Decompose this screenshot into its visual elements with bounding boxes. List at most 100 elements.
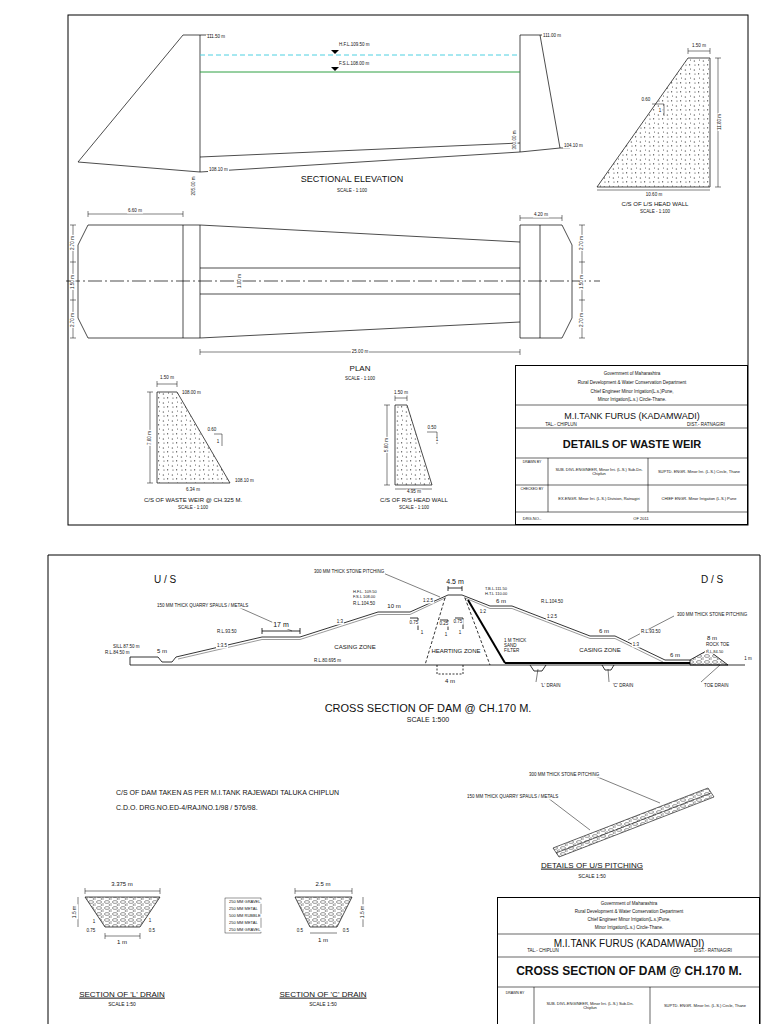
drawing-label: 7.60 m bbox=[148, 430, 153, 446]
drawing-label: 500 MM RUBBLE bbox=[228, 914, 262, 918]
drawing-label: 8 m bbox=[706, 635, 718, 642]
drawing-label: 6 m bbox=[669, 652, 681, 659]
drawing-label: H.F.L.109.50 m bbox=[338, 43, 371, 48]
dimension-line bbox=[157, 381, 177, 387]
drawing-label: 1 M THICK SAND FILTER bbox=[503, 639, 531, 654]
drawing-label: 17 m bbox=[272, 621, 290, 629]
drawing-label: 300.00 m bbox=[513, 130, 518, 151]
drawing-label: 0.5 bbox=[148, 929, 156, 934]
drawing-label: 0.75 bbox=[409, 621, 420, 626]
drain-section bbox=[295, 897, 352, 927]
title-block-grid bbox=[497, 405, 760, 1024]
title-block-text: CHIEF ENGR. Minor Irrigation (L.S.) Pune bbox=[653, 497, 745, 501]
title-block-text: SUB. DIVL.ENGINEER, Minor Irri. (L.S.) S… bbox=[539, 1002, 641, 1011]
title-block-text: Chief Engineer Minor Irrigation(L.s.)Pun… bbox=[589, 390, 674, 395]
drawing-label: 1.50 m bbox=[71, 274, 76, 290]
dimension-line bbox=[395, 395, 407, 401]
drawing-label: 250 MM GRAVEL bbox=[228, 928, 262, 932]
drawing-label: C/S OF R/S HEAD WALL bbox=[379, 497, 449, 504]
drawing-label: ROCK TOE bbox=[705, 643, 730, 648]
drawing-label: SCALE - 1:100 bbox=[177, 506, 209, 511]
drawing-label: 1 m bbox=[116, 939, 128, 946]
drawing-label: 3.375 m bbox=[110, 881, 134, 888]
leader-line bbox=[238, 607, 292, 631]
drawing-label: 11.60 m bbox=[718, 113, 723, 131]
drawing-label: 250 MM METAL bbox=[228, 907, 259, 911]
dam-section bbox=[690, 650, 728, 665]
title-block-text: Rural Development & Water Conservation D… bbox=[574, 910, 684, 915]
drawing-label: C.D.O. DRG.NO.ED-4/RAJ/NO.1/98 / 576/98. bbox=[115, 804, 259, 812]
drawing-label: 4 m bbox=[444, 678, 456, 685]
drawing-label: SCALE 1:50 bbox=[577, 874, 607, 880]
drawing-label: 6 m bbox=[495, 598, 507, 605]
dam-section bbox=[505, 662, 690, 664]
water-level bbox=[331, 67, 339, 71]
drawing-label: 0.75 bbox=[453, 620, 464, 625]
drawing-label: 150 MM THICK QUARRY SPAULS / METALS bbox=[156, 604, 249, 609]
pitching-detail bbox=[553, 788, 714, 857]
drawing-label: T.B.L.111.50 bbox=[484, 587, 508, 591]
dimension-line bbox=[200, 349, 520, 355]
title-block-text: M.I.TANK FURUS (KADAMWADI) bbox=[553, 938, 706, 949]
drawing-label: 4.95 m bbox=[406, 490, 422, 495]
leader-line bbox=[383, 573, 440, 597]
title-block-text: CHECKED BY bbox=[520, 488, 545, 492]
drain-section bbox=[310, 933, 337, 934]
title-block-text: DRAWN BY bbox=[522, 461, 543, 465]
drawing-label: R.L.84.50 bbox=[705, 650, 724, 654]
drain-section bbox=[85, 888, 160, 894]
drawing-label: 1:3 bbox=[632, 643, 640, 648]
title-block-text: DRAWN BY bbox=[505, 992, 526, 996]
dam-section bbox=[448, 585, 462, 591]
sheet-frame bbox=[48, 555, 760, 1024]
drawing-label: SCALE - 1:100 bbox=[336, 189, 368, 194]
dimension-line bbox=[70, 48, 721, 489]
drawing-label: 1 bbox=[148, 919, 153, 924]
drawing-label: 111.50 m bbox=[206, 35, 226, 40]
drawing-label: 1.50 m bbox=[691, 44, 707, 49]
drawing-label: 25.00 m bbox=[351, 350, 369, 355]
drawing-label: U / S bbox=[153, 574, 177, 585]
drawing-label: 0.60 bbox=[207, 428, 218, 433]
drawing-label: DETAILS OF U/S PITCHING bbox=[540, 862, 644, 871]
title-block-text: OF 2011 bbox=[632, 517, 649, 521]
drawing-label: SECTION OF 'C' DRAIN bbox=[278, 991, 367, 1000]
drawing-label: R.L.93.50 bbox=[640, 630, 662, 635]
drawing-label: 1 m bbox=[317, 937, 329, 944]
drawing-label: 1 bbox=[444, 633, 449, 638]
drawing-label: 10.60 m bbox=[645, 193, 663, 198]
plan-view bbox=[78, 225, 200, 338]
drawing-label: 6.34 m bbox=[185, 488, 201, 493]
drawing-label: H.F.L. 109.50 bbox=[352, 590, 378, 594]
drawing-label: 1.5 m bbox=[72, 905, 78, 920]
drawing-label: 1 bbox=[420, 631, 425, 636]
drain-section bbox=[225, 898, 261, 933]
drawing-label: 'L' DRAIN bbox=[540, 684, 561, 689]
title-block-text: DETAILS OF WASTE WEIR bbox=[562, 438, 703, 450]
drawing-label: 1 bbox=[216, 440, 221, 445]
drawing-label: SECTION OF 'L' DRAIN bbox=[78, 991, 166, 1000]
drawing-label: SCALE 1:50 bbox=[107, 1002, 137, 1008]
drawing-label: 1:3 bbox=[336, 620, 344, 625]
drawing-label: 4.5 m bbox=[445, 578, 465, 586]
leader-line bbox=[548, 798, 590, 830]
dam-section bbox=[262, 628, 300, 634]
plan-view bbox=[540, 225, 541, 338]
drawing-label: 1:3.5 bbox=[216, 644, 228, 649]
dam-section bbox=[130, 595, 690, 662]
title-block-text: M.I.TANK FURUS (KADAMWADI) bbox=[563, 412, 701, 422]
drawing-label: TOE DRAIN bbox=[703, 684, 729, 689]
dam-section bbox=[464, 598, 663, 663]
dimension-line bbox=[70, 225, 76, 338]
drawing-label: 2.70 m bbox=[580, 312, 585, 328]
drawing-label: R.L.80.695 m bbox=[313, 659, 342, 664]
drawing-label: 300 MM THICK STONE PITCHING bbox=[313, 570, 385, 575]
drawing-label: 5 m bbox=[156, 648, 168, 655]
plan-view bbox=[200, 294, 520, 295]
leader-line bbox=[536, 669, 538, 682]
dam-section bbox=[130, 665, 745, 666]
title-block-text: DIST.- RATNAGIRI bbox=[686, 423, 726, 428]
head-wall-section bbox=[157, 58, 710, 485]
drawing-label: CASING ZONE bbox=[333, 644, 376, 651]
drawing-label: 150 MM THICK QUARRY SPAULS / METALS bbox=[466, 795, 559, 800]
